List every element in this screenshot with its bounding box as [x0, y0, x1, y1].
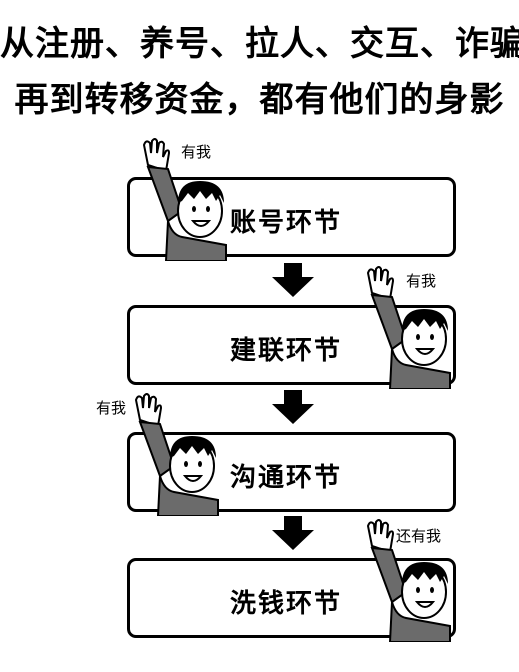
speech-text-1: 有我 [181, 143, 212, 161]
speech-text-4: 还有我 [396, 527, 442, 545]
waving-boy-icon [366, 519, 451, 642]
step-label-account: 账号环节 [230, 208, 343, 238]
down-arrow-icon [272, 516, 314, 550]
waving-boy-icon [366, 266, 451, 389]
waving-boy-icon [142, 138, 227, 261]
down-arrow-icon [272, 390, 314, 424]
down-arrow-icon [272, 263, 314, 297]
step-label-communicate: 沟通环节 [230, 463, 343, 493]
title-line-1: 从注册、养号、拉人、交互、诈骗 [0, 24, 519, 64]
step-label-connect: 建联环节 [230, 336, 343, 366]
waving-boy-icon [134, 393, 219, 516]
step-label-launder: 洗钱环节 [230, 589, 343, 619]
title-line-2: 再到转移资金，都有他们的身影 [14, 80, 505, 120]
speech-text-3: 有我 [96, 399, 127, 417]
speech-text-2: 有我 [406, 272, 437, 290]
